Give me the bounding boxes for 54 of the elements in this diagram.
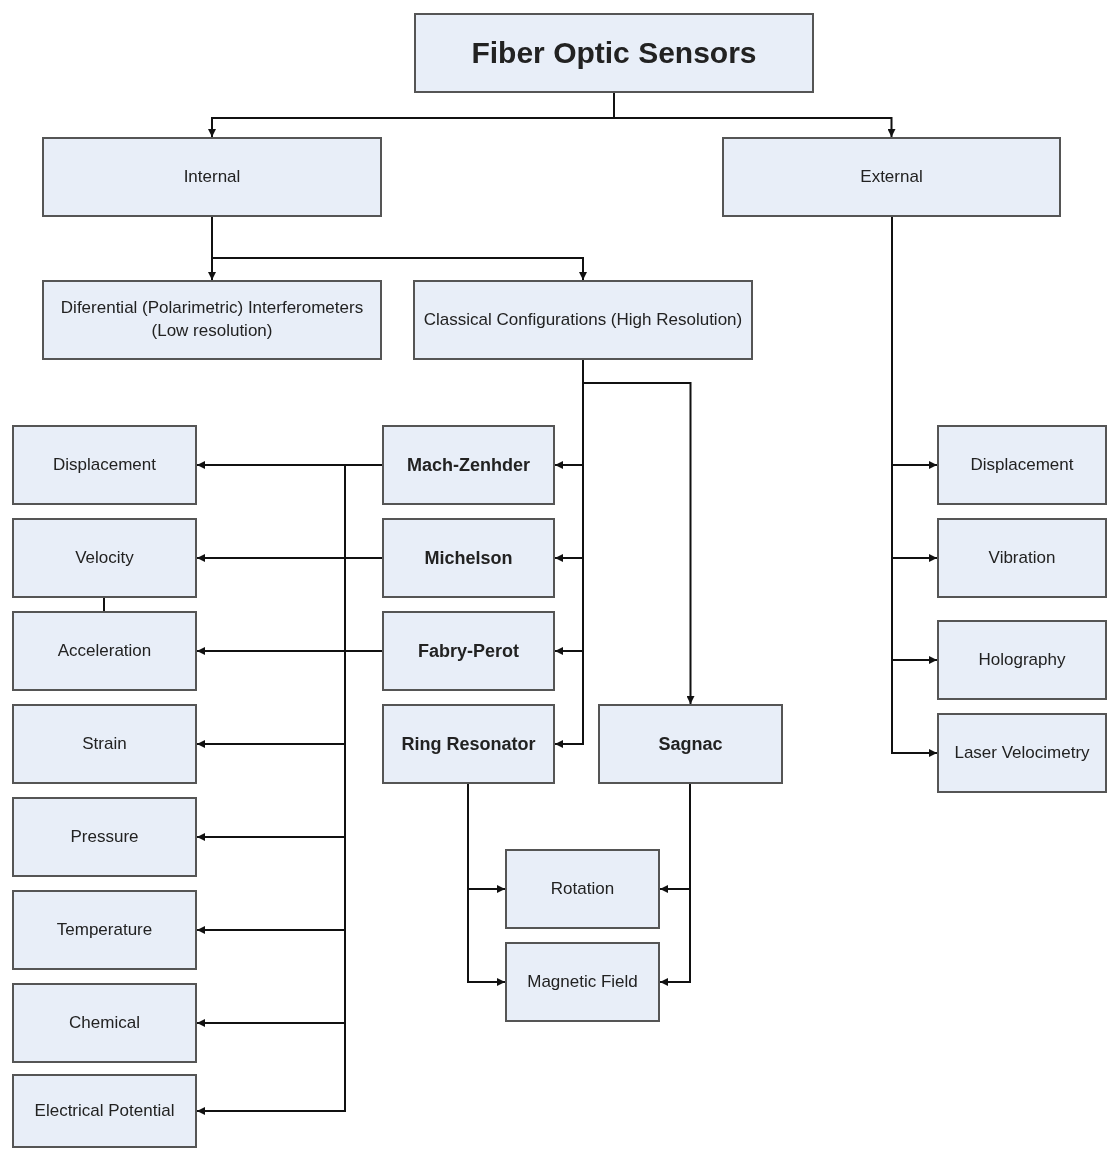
box-label: Strain <box>82 732 127 755</box>
arrow <box>467 783 506 986</box>
box-label: Classical Configurations (High Resolution) <box>423 308 743 331</box>
category-box <box>12 518 197 598</box>
box-label: Vibration <box>988 546 1056 569</box>
box-label: Displacement <box>53 453 156 476</box>
box-label: Rotation <box>550 877 615 900</box>
box-label: Magnetic Field <box>527 970 638 993</box>
box-label: Sagnac <box>658 732 723 756</box>
category-box <box>505 849 660 929</box>
arrow <box>196 647 383 655</box>
category-box <box>12 1074 197 1148</box>
category-box <box>382 518 555 598</box>
box-label: External <box>860 165 923 188</box>
category-box <box>937 620 1107 700</box>
box-label: Michelson <box>424 546 513 570</box>
title-box <box>414 13 814 93</box>
box-label: Mach-Zenhder <box>407 453 530 477</box>
box-label: Electrical Potential <box>34 1099 175 1122</box>
box-label: Acceleration <box>57 639 152 662</box>
box-label: Internal <box>183 165 241 188</box>
category-box <box>12 797 197 877</box>
box-label: Chemical <box>69 1011 140 1034</box>
category-box <box>382 704 555 784</box>
category-box <box>722 137 1061 217</box>
category-box <box>12 983 197 1063</box>
category-box <box>382 425 555 505</box>
connector-line <box>103 597 105 612</box>
category-box <box>42 137 382 217</box>
box-label: Ring Resonator <box>401 732 536 756</box>
category-box <box>12 611 197 691</box>
box-label: Fiber Optic Sensors <box>471 34 757 71</box>
box-label: Temperature <box>56 918 153 941</box>
arrow <box>613 92 896 138</box>
box-label: Displacement <box>970 453 1074 476</box>
category-box <box>42 280 382 360</box>
box-label: Laser Velocimetry <box>954 741 1090 764</box>
category-box <box>937 713 1107 793</box>
arrow <box>196 554 383 562</box>
category-box <box>937 518 1107 598</box>
arrow <box>659 783 691 986</box>
category-box <box>12 890 197 970</box>
category-box <box>413 280 753 360</box>
box-label: Holography <box>978 648 1066 671</box>
box-label: Pressure <box>70 825 139 848</box>
box-label: Velocity <box>75 546 134 569</box>
category-box <box>12 425 197 505</box>
category-box <box>382 611 555 691</box>
box-label: Fabry-Perot <box>418 639 519 663</box>
box-label: Diferential (Polarimetric) Interferometers (Low resolution) <box>59 297 365 342</box>
category-box <box>12 704 197 784</box>
category-box <box>505 942 660 1022</box>
category-box <box>937 425 1107 505</box>
category-box <box>598 704 783 784</box>
